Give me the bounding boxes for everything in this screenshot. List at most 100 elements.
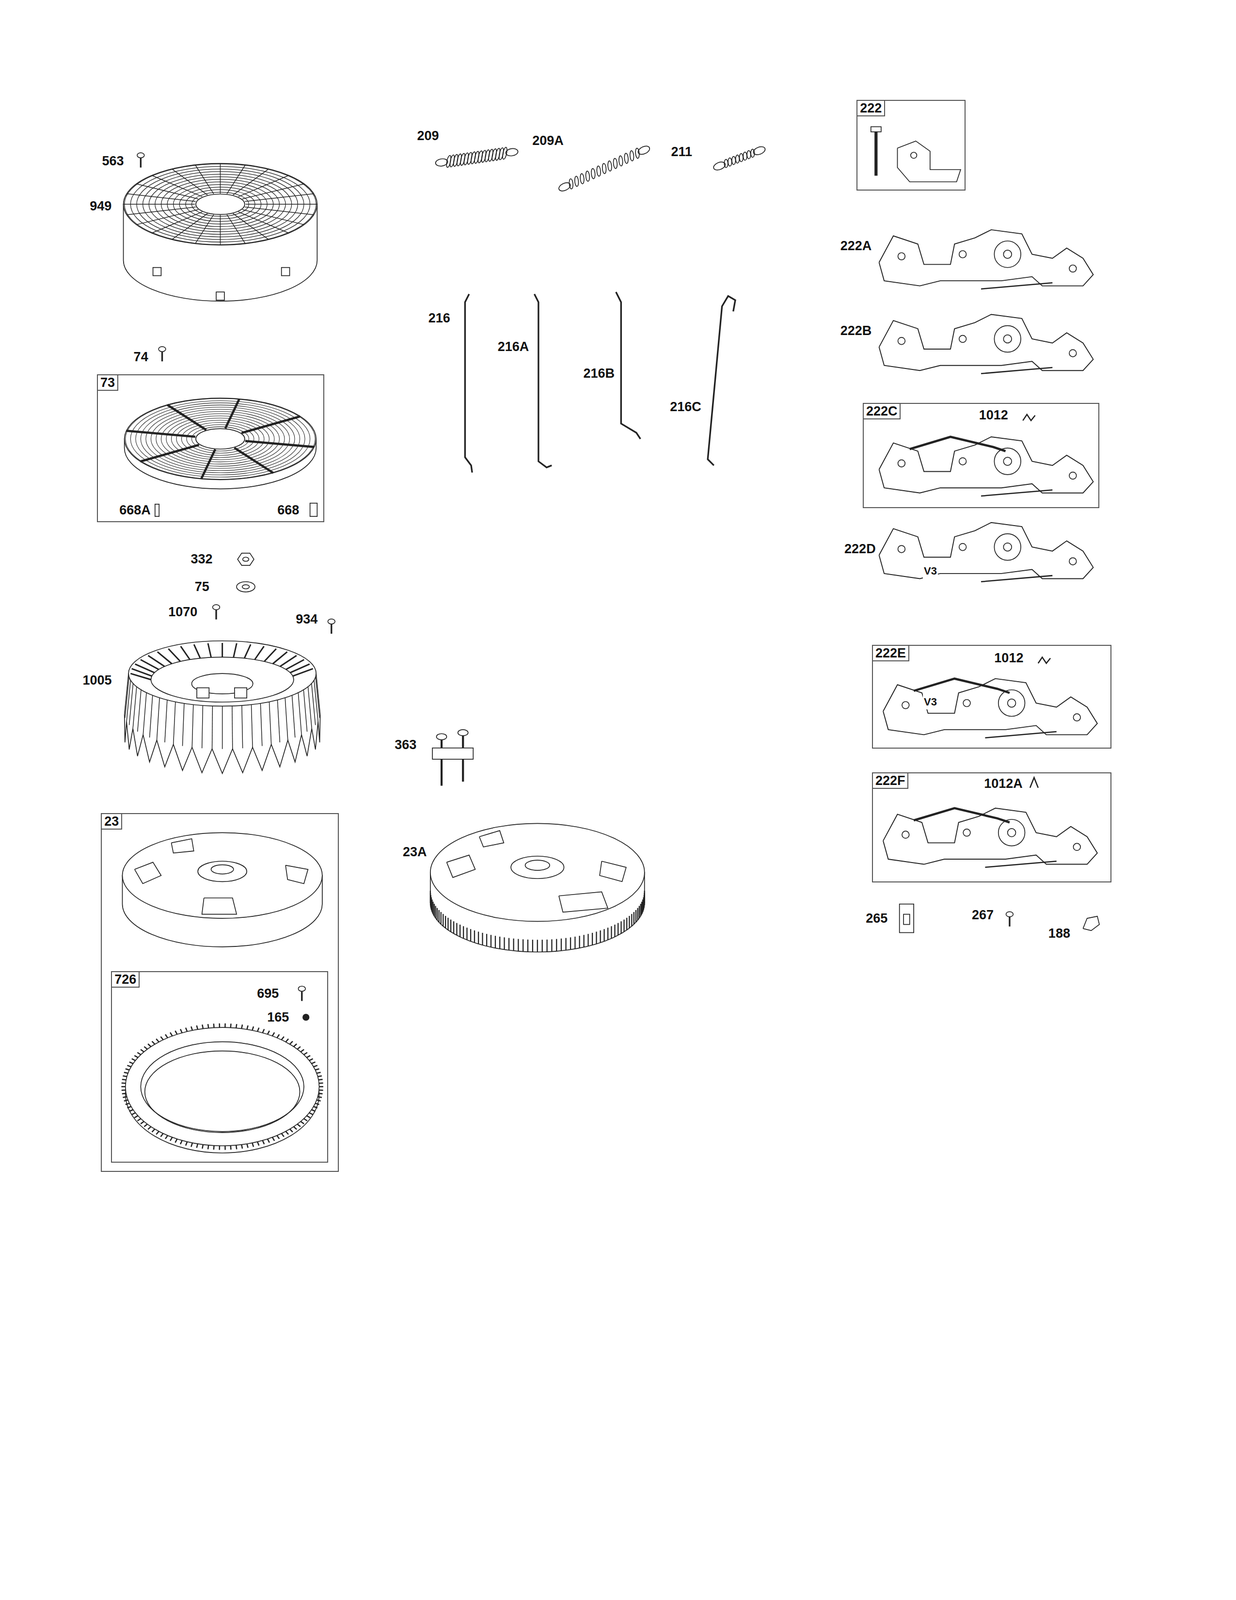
gear-tooth — [512, 938, 514, 951]
gear-tooth — [122, 1092, 127, 1094]
gear-tooth — [267, 1030, 270, 1034]
screw-head — [137, 152, 145, 159]
control-bracket — [897, 141, 961, 182]
bolt-head — [458, 729, 469, 736]
clip-icon — [1022, 414, 1035, 421]
cooling-fan — [124, 640, 321, 774]
gear-tooth — [316, 1072, 321, 1074]
part-box: 222E1012 — [871, 644, 1112, 749]
gear-tooth — [156, 1038, 159, 1042]
screen-spoke — [126, 206, 196, 215]
part-marking: V3 — [922, 563, 938, 579]
screw-shank — [140, 157, 142, 168]
callout-number: 188 — [1048, 925, 1071, 941]
part-box: 222C1012 — [862, 402, 1100, 508]
screen-spoke — [238, 211, 289, 234]
screen-spoke — [233, 213, 270, 240]
governor-spring — [435, 146, 519, 168]
bracket-hole — [959, 543, 967, 551]
screen-spoke — [225, 398, 240, 429]
spring-coil — [494, 147, 502, 161]
fan-blade — [264, 648, 277, 662]
gear-tooth — [285, 1130, 289, 1134]
screen-spoke — [241, 416, 301, 433]
bracket-hole — [902, 830, 910, 839]
gear-tooth — [635, 909, 637, 922]
gear-tooth — [289, 1128, 293, 1132]
bracket-rod — [981, 282, 1053, 289]
bracket-rod — [984, 731, 1057, 738]
gear-tooth — [636, 907, 638, 920]
screen-spoke — [242, 183, 305, 199]
box-label: 73 — [97, 375, 119, 391]
gear-tooth — [607, 927, 609, 940]
fan-blade — [207, 643, 212, 658]
gear-tooth — [124, 1072, 128, 1074]
screen-tab — [216, 291, 225, 301]
flywheel-bore — [525, 859, 550, 871]
bolt-head — [436, 733, 447, 740]
gear-tooth — [436, 907, 438, 920]
bracket-hole — [1069, 557, 1077, 565]
gear-tooth — [466, 927, 468, 940]
gear-tooth — [121, 1085, 126, 1088]
fan-blade — [193, 644, 201, 659]
gear-tooth — [230, 1023, 232, 1028]
choke-link — [909, 436, 1006, 451]
nut-icon — [237, 553, 254, 566]
fan-fin — [285, 697, 288, 740]
fan-fin — [231, 705, 233, 749]
fan-fin — [211, 705, 213, 749]
bracket-hole — [1069, 472, 1077, 480]
bracket-hole — [898, 252, 906, 260]
clamp-block — [432, 747, 474, 760]
gear-tooth — [230, 1145, 232, 1150]
fan-fin — [315, 676, 320, 718]
bracket-hole — [959, 250, 967, 258]
part-box: 23726695165 — [100, 812, 339, 1173]
illustration-group — [121, 126, 1100, 1153]
governor-spring — [557, 144, 651, 193]
gear-tooth — [180, 1140, 182, 1144]
spring-coil — [743, 152, 747, 161]
flywheel-pocket — [171, 838, 194, 853]
callout-number: 563 — [101, 153, 124, 169]
bracket-rod — [984, 860, 1057, 868]
gear-tooth — [241, 1144, 243, 1149]
box-label: 222 — [857, 100, 886, 117]
fan-fin — [157, 697, 160, 740]
flywheel-geared — [430, 823, 645, 952]
callout-number: 668A — [119, 502, 151, 518]
screen-ring — [150, 409, 290, 469]
clamp-bracket — [432, 729, 474, 786]
gear-tooth — [241, 1024, 243, 1029]
gear-tooth — [122, 1078, 127, 1080]
fan-fin — [303, 689, 307, 732]
screen-ring — [160, 413, 280, 464]
gear-tooth — [293, 1043, 297, 1047]
gear-tooth — [570, 936, 571, 950]
gear-tooth — [190, 1026, 193, 1030]
screen-top — [124, 397, 317, 480]
gear-tooth — [185, 1027, 188, 1032]
flywheel — [122, 832, 322, 947]
flywheel-bore — [211, 864, 234, 874]
bracket-hole — [910, 152, 918, 159]
gear-tooth — [587, 933, 589, 946]
screen-ring — [140, 404, 300, 473]
gear-tooth — [246, 1025, 248, 1030]
box-label: 222F — [872, 773, 909, 789]
callout-number: 216B — [583, 365, 615, 381]
spring-coil — [629, 150, 634, 162]
screen-spoke — [220, 163, 221, 194]
spring-hook — [435, 158, 449, 167]
choke-link — [913, 808, 1010, 823]
fan-fin — [173, 701, 176, 745]
plate-icon — [899, 903, 914, 933]
screen-center — [195, 193, 245, 215]
gear-tooth — [560, 938, 562, 951]
gear-tooth — [578, 935, 580, 948]
fan-fin — [191, 704, 194, 747]
flywheel-top — [430, 823, 645, 921]
